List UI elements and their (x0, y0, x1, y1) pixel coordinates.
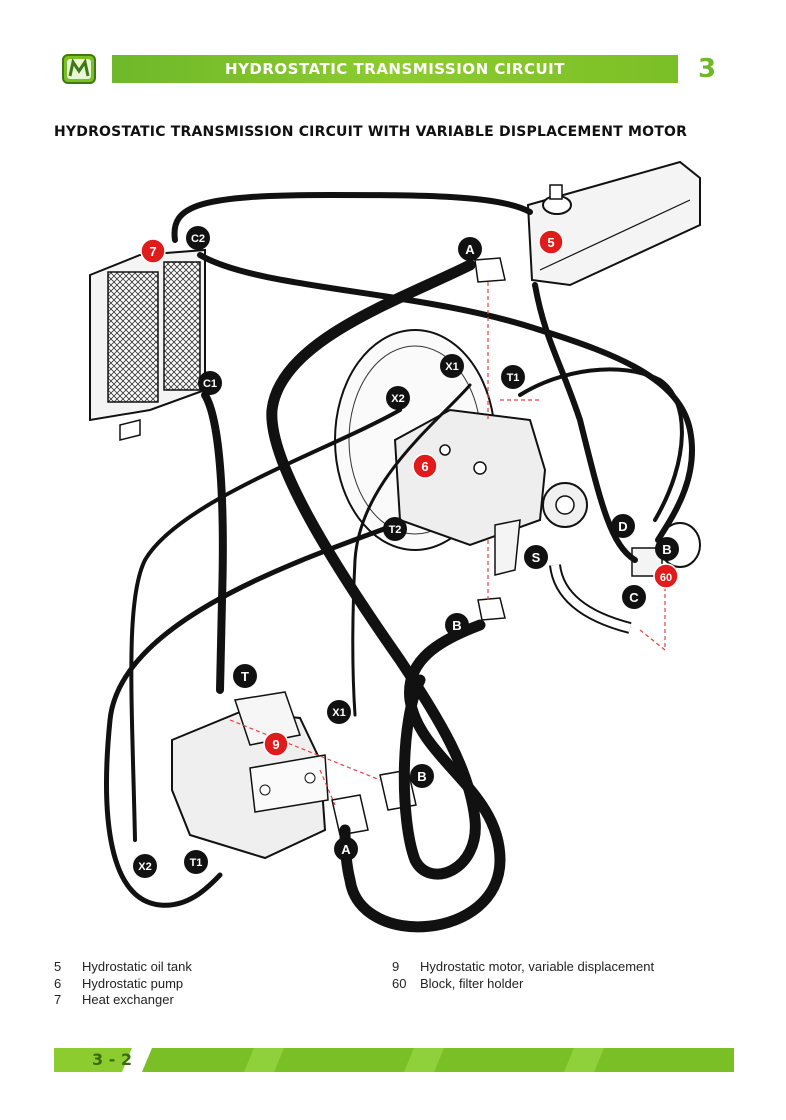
callout-5: 5 (538, 229, 564, 255)
callout-5-label: 5 (547, 235, 554, 250)
header-title: HYDROSTATIC TRANSMISSION CIRCUIT (225, 60, 565, 78)
svg-text:X2: X2 (391, 393, 404, 405)
callout-7-label: 7 (149, 244, 156, 259)
page-subtitle: HYDROSTATIC TRANSMISSION CIRCUIT WITH VA… (54, 124, 688, 140)
callout-x2-top: X2 (386, 386, 410, 410)
svg-text:C2: C2 (191, 233, 205, 245)
callout-x1-mid: X1 (327, 700, 351, 724)
callout-t1-top: T1 (501, 365, 525, 389)
callout-9-label: 9 (272, 737, 279, 752)
callout-x2-bottom: X2 (133, 854, 157, 878)
svg-text:C: C (629, 590, 639, 605)
callout-c1: C1 (198, 371, 222, 395)
chapter-number: 3 (697, 54, 717, 84)
svg-text:B: B (417, 769, 426, 784)
svg-text:X1: X1 (445, 361, 458, 373)
hydrostatic-pump (393, 408, 588, 576)
callout-s: S (524, 545, 548, 569)
svg-text:B: B (452, 618, 461, 633)
header-bar: HYDROSTATIC TRANSMISSION CIRCUIT (112, 55, 678, 83)
callout-6: 6 (412, 453, 438, 479)
svg-text:T2: T2 (389, 524, 402, 536)
callout-b-mid: B (445, 613, 469, 637)
svg-text:A: A (341, 842, 351, 857)
svg-text:A: A (465, 242, 475, 257)
callout-9: 9 (263, 731, 289, 757)
callout-a-bottom: A (334, 837, 358, 861)
callout-t2: T2 (383, 517, 407, 541)
callout-b-right: B (655, 537, 679, 561)
page-number: 3 - 2 (92, 1050, 133, 1069)
svg-text:T1: T1 (507, 372, 520, 384)
svg-text:B: B (662, 542, 671, 557)
svg-text:T1: T1 (190, 857, 203, 869)
svg-text:T: T (241, 669, 249, 684)
callout-c: C (622, 585, 646, 609)
svg-text:D: D (618, 519, 627, 534)
svg-text:X2: X2 (138, 861, 151, 873)
callout-6-label: 6 (421, 459, 428, 474)
callout-60: 60 (653, 563, 679, 589)
hydrostatic-motor (171, 691, 329, 860)
callout-60-label: 60 (660, 572, 672, 584)
callout-b-bottom: B (410, 764, 434, 788)
oil-tank (526, 160, 701, 287)
callout-d: D (611, 514, 635, 538)
brand-logo (62, 54, 96, 84)
svg-text:S: S (532, 550, 541, 565)
callout-c2: C2 (186, 226, 210, 250)
svg-text:X1: X1 (332, 707, 345, 719)
footer-bar (54, 1048, 734, 1072)
callout-a-top: A (458, 237, 482, 261)
hydraulic-diagram: 7 5 6 9 60 A C2 C1 X1 (89, 160, 701, 933)
callout-t1-bottom: T1 (184, 850, 208, 874)
dashed-guides (229, 282, 666, 806)
heat-exchanger (89, 248, 206, 441)
svg-text:C1: C1 (203, 378, 217, 390)
callout-t: T (233, 664, 257, 688)
hydraulic-hoses (104, 191, 695, 933)
callout-x1-top: X1 (440, 354, 464, 378)
callout-7: 7 (140, 238, 166, 264)
